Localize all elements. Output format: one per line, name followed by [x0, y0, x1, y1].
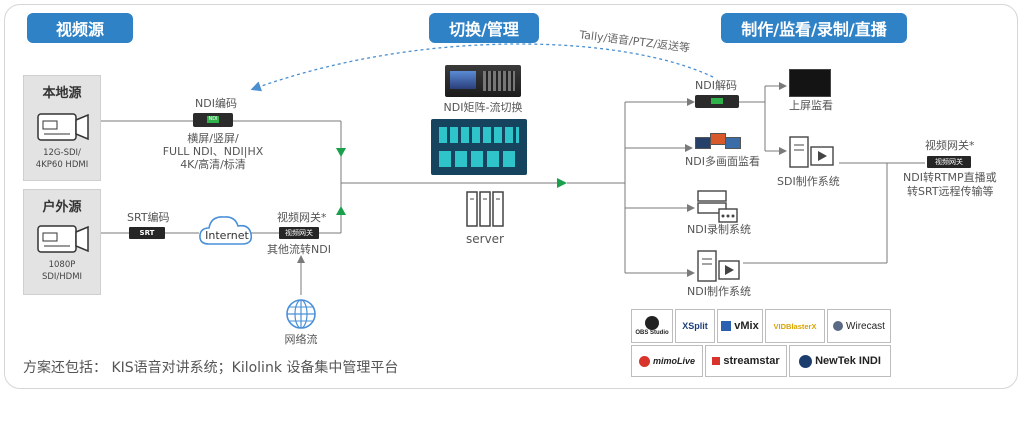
cloud-icon — [199, 216, 253, 245]
camera-icon — [37, 113, 89, 141]
logo-wirecast-text: Wirecast — [846, 320, 885, 332]
connection-layer — [99, 43, 925, 295]
srt-encode-label: SRT编码 — [127, 211, 170, 224]
ndi-encode-desc-3: 4K/高清/标清 — [180, 158, 246, 171]
matrix-ui-row1 — [439, 127, 519, 143]
local-source-line2: 4KP60 HDMI — [35, 160, 89, 170]
diagram-frame: 视频源 切换/管理 制作/监看/录制/直播 本地源 12G-SDI/ 4KP60… — [4, 4, 1018, 389]
logo-streamstar: streamstar — [705, 345, 787, 377]
gateway-left-device: 视频网关 — [279, 227, 319, 239]
gateway-left-sub: 其他流转NDI — [267, 243, 331, 256]
gateway-right-label: 视频网关* — [925, 139, 975, 152]
logo-vmix-text: vMix — [734, 320, 759, 332]
logo-mimolive-text: mimoLive — [652, 356, 695, 366]
globe-icon — [286, 299, 316, 329]
gateway-left-label: 视频网关* — [277, 211, 327, 224]
network-stream-label: 网络流 — [284, 333, 318, 346]
ndi-production-label: NDI制作系统 — [687, 285, 751, 298]
srt-encoder-device: SRT — [129, 227, 165, 239]
multiview-label: NDI多画面监看 — [685, 155, 760, 168]
outdoor-source-line1: 1080P — [48, 260, 76, 270]
gateway-right-desc-2: 转SRT远程传输等 — [907, 185, 994, 198]
server-icon — [466, 191, 504, 227]
local-source-line1: 12G-SDI/ — [43, 148, 81, 158]
matrix-device — [445, 65, 521, 97]
display-monitor — [789, 69, 831, 97]
ndi-encoder-device: NDI — [193, 113, 233, 127]
decoder-label: NDI解码 — [695, 79, 737, 92]
matrix-keypad — [483, 71, 515, 91]
logo-streamstar-text: streamstar — [723, 355, 780, 367]
decoder-device — [695, 95, 739, 108]
logo-newtek: NewTek INDI — [789, 345, 891, 377]
local-source-title: 本地源 — [42, 86, 82, 101]
header-sources: 视频源 — [27, 13, 133, 43]
wirecast-icon — [833, 321, 844, 331]
logo-xsplit: XSplit — [675, 309, 715, 343]
display-label: 上屏监看 — [789, 99, 833, 112]
matrix-ui-screenshot — [431, 119, 527, 175]
logo-mimolive: mimoLive — [631, 345, 703, 377]
gateway-right-desc-1: NDI转RTMP直播或 — [903, 171, 997, 184]
logo-vmix: vMix — [717, 309, 763, 343]
outdoor-source-box: 户外源 1080P SDI/HDMI — [23, 189, 101, 295]
ndi-production-icon — [697, 250, 740, 282]
logo-wirecast: Wirecast — [827, 309, 891, 343]
header-switch: 切换/管理 — [429, 13, 539, 43]
matrix-ui-row2 — [439, 151, 519, 167]
header-production: 制作/监看/录制/直播 — [721, 13, 907, 43]
outdoor-source-title: 户外源 — [42, 200, 82, 215]
multiview-monitors — [695, 133, 741, 149]
ndi-encode-desc-1: 横屏/竖屏/ — [187, 132, 239, 145]
vmix-icon — [721, 321, 732, 331]
logo-newtek-text: NewTek INDI — [815, 355, 881, 367]
recording-icon — [697, 190, 738, 223]
footer-note: 方案还包括： KIS语音对讲系统；Kilolink 设备集中管理平台 — [23, 360, 399, 376]
internet-label: Internet — [205, 229, 249, 242]
local-source-box: 本地源 12G-SDI/ 4KP60 HDMI — [23, 75, 101, 181]
streamstar-icon — [712, 357, 721, 365]
outdoor-source-line2: SDI/HDMI — [41, 272, 83, 282]
ndi-encode-label: NDI编码 — [195, 97, 237, 110]
logo-vidblaster: VIDBlasterX — [765, 309, 825, 343]
camera-icon — [37, 225, 89, 253]
sdi-system-label: SDI制作系统 — [777, 175, 840, 188]
mimolive-icon — [638, 355, 650, 367]
green-arrow-right — [557, 178, 567, 188]
sdi-production-icon — [789, 136, 834, 168]
decoder-led — [711, 98, 723, 104]
logo-obs-text: OBS Studio — [635, 330, 669, 336]
matrix-screen — [450, 71, 476, 89]
ndi-encoder-screen: NDI — [207, 116, 219, 123]
matrix-label: NDI矩阵-流切换 — [443, 101, 523, 114]
ndi-encode-desc-2: FULL NDI、NDI|HX — [162, 145, 264, 158]
newtek-icon — [799, 354, 813, 368]
server-label: server — [466, 232, 504, 246]
feedback-arc — [250, 43, 714, 92]
green-arrow-up — [336, 206, 346, 215]
gateway-right-device: 视频网关 — [927, 156, 971, 168]
obs-icon — [645, 316, 659, 330]
green-arrow-down — [336, 148, 346, 157]
logo-obs: OBS Studio — [631, 309, 673, 343]
recording-label: NDI录制系统 — [687, 223, 751, 236]
